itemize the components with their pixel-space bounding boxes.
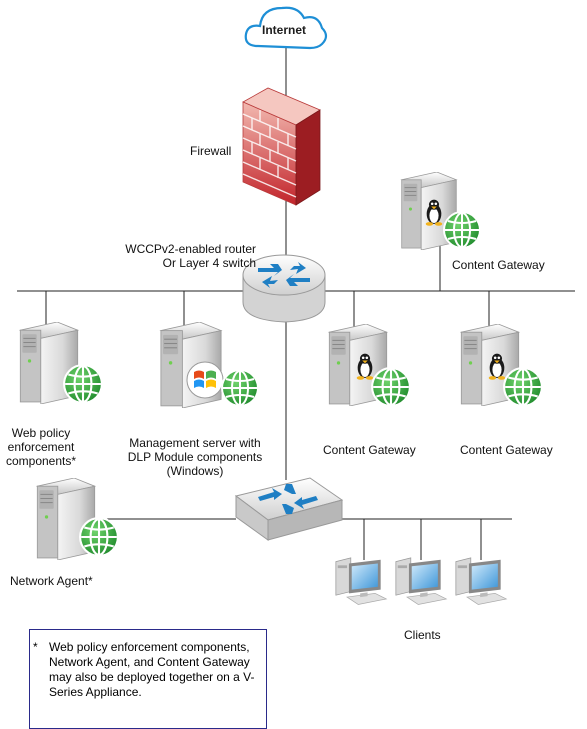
client-computer-icon	[455, 557, 507, 605]
firewall-label: Firewall	[190, 144, 232, 158]
content-gateway-top-server-icon	[401, 172, 481, 250]
management-server-label: Management server with DLP Module compon…	[110, 436, 280, 478]
footnote-box: * Web policy enforcement components, Net…	[29, 629, 267, 729]
internet-cloud-icon	[244, 6, 328, 50]
management-label-line3: (Windows)	[166, 464, 224, 478]
content-gateway-right-server-icon	[460, 324, 543, 407]
footnote-marker: *	[33, 640, 38, 654]
router-label-line1: WCCPv2-enabled router	[125, 242, 256, 256]
internet-label: Internet	[262, 23, 307, 37]
footnote-text: Web policy enforcement components, Netwo…	[49, 640, 255, 699]
web-policy-server-icon	[19, 322, 103, 404]
client-computer-icon	[335, 557, 387, 605]
management-server-icon	[160, 322, 259, 408]
router-label: WCCPv2-enabled router Or Layer 4 switch	[98, 242, 256, 270]
router-label-line2: Or Layer 4 switch	[162, 256, 256, 270]
web-policy-label-line2: enforcement	[7, 440, 75, 454]
network-agent-label: Network Agent*	[10, 574, 93, 588]
firewall-icon	[242, 87, 321, 206]
router-icon	[242, 254, 326, 323]
content-gateway-mid-server-icon	[328, 324, 411, 407]
switch-icon	[234, 477, 344, 541]
windows-logo-icon	[186, 361, 224, 399]
content-gateway-top-label: Content Gateway	[452, 258, 545, 272]
web-policy-label-line3: components*	[5, 454, 77, 468]
network-agent-server-icon	[36, 478, 119, 560]
management-label-line2: DLP Module components	[127, 450, 263, 464]
clients-label: Clients	[404, 628, 441, 642]
content-gateway-right-label: Content Gateway	[460, 443, 553, 457]
client-computer-icon	[395, 557, 447, 605]
content-gateway-mid-label: Content Gateway	[323, 443, 416, 457]
web-policy-label-line1: Web policy	[11, 426, 71, 440]
web-policy-label: Web policy enforcement components*	[0, 426, 82, 468]
management-label-line1: Management server with	[129, 436, 261, 450]
